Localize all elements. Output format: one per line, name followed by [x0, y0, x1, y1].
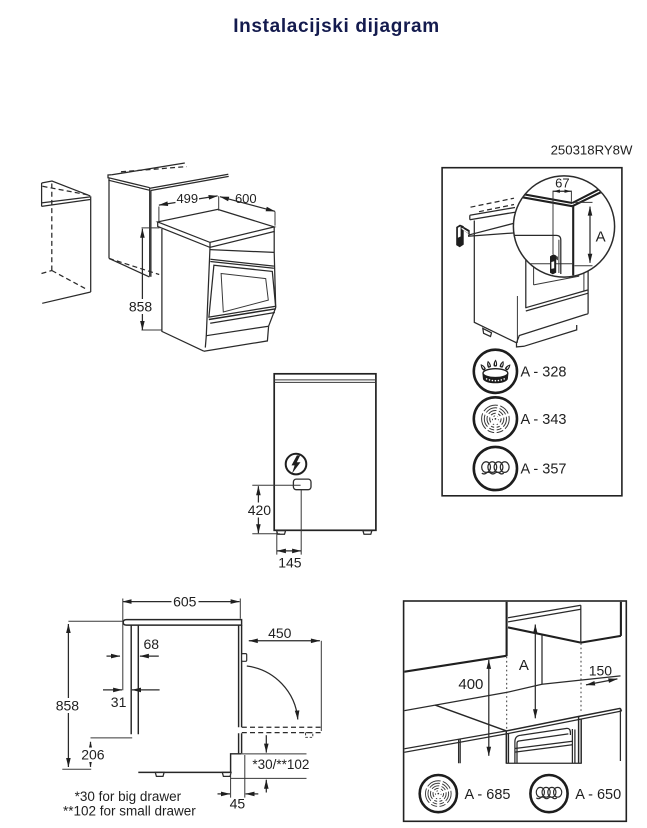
svg-text:**102 for small drawer: **102 for small drawer	[63, 804, 196, 819]
svg-text:A - 685: A - 685	[465, 787, 511, 803]
svg-text:858: 858	[129, 299, 153, 315]
svg-text:A - 328: A - 328	[521, 364, 567, 380]
svg-text:*30/**102: *30/**102	[252, 757, 309, 772]
svg-text:A: A	[519, 657, 529, 674]
svg-text:450: 450	[268, 625, 292, 641]
svg-text:400: 400	[458, 676, 483, 693]
svg-text:420: 420	[248, 502, 272, 518]
svg-text:68: 68	[144, 636, 160, 652]
svg-text:45: 45	[230, 796, 246, 812]
svg-text:858: 858	[56, 698, 80, 714]
svg-text:A - 357: A - 357	[521, 462, 567, 478]
svg-text:150: 150	[589, 663, 613, 679]
svg-text:67: 67	[555, 175, 569, 190]
svg-text:145: 145	[278, 555, 302, 571]
svg-text:*30 for big drawer: *30 for big drawer	[75, 789, 182, 804]
svg-text:250318RY8W: 250318RY8W	[551, 142, 633, 157]
svg-text:A - 650: A - 650	[575, 787, 621, 803]
svg-text:A - 343: A - 343	[521, 412, 567, 428]
svg-text:31: 31	[111, 694, 127, 710]
svg-text:A: A	[596, 228, 606, 245]
svg-text:600: 600	[235, 191, 257, 206]
svg-text:206: 206	[81, 747, 105, 763]
svg-text:Instalacijski dijagram: Instalacijski dijagram	[233, 16, 440, 37]
svg-text:499: 499	[176, 191, 198, 206]
svg-text:605: 605	[173, 594, 197, 610]
